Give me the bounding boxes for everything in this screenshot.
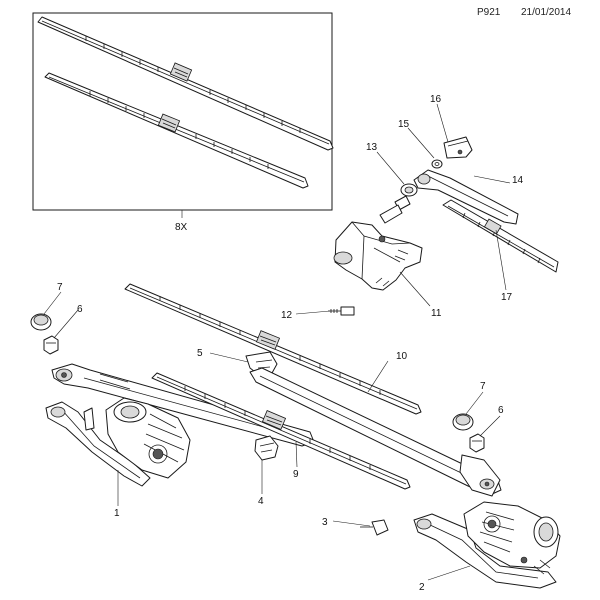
- rear-wiper-motor: [333, 195, 423, 291]
- cap-7-left: [30, 313, 52, 331]
- bolt-3: [360, 519, 389, 536]
- callout-labels: 1 2 3 4 5 6 6 7 7 9 10 11 12 13 14 15 16…: [57, 94, 524, 593]
- callout-7-right: 7: [480, 381, 486, 392]
- kit-quantity-label: 8X: [175, 222, 188, 233]
- nut-15: [431, 159, 443, 169]
- wiper-blade-kit-box: [32, 12, 333, 218]
- rear-wiper-arm: [413, 169, 519, 225]
- callout-7-left: 7: [57, 282, 63, 293]
- callout-16: 16: [430, 94, 442, 105]
- callout-13: 13: [366, 142, 378, 153]
- adapter-clip-4: [254, 435, 279, 461]
- callout-5: 5: [197, 348, 203, 359]
- diagram-date: 21/01/2014: [521, 7, 572, 18]
- rear-wiper-blade: [442, 199, 559, 273]
- callout-12: 12: [281, 310, 293, 321]
- bolt-12: [328, 306, 355, 316]
- leader-lines: [43, 103, 511, 581]
- callout-11: 11: [431, 308, 442, 319]
- wiper-motor-linkage-right: [413, 501, 561, 589]
- front-wiper-arm-long: [249, 367, 502, 497]
- kit-wiper-blade-upper: [37, 16, 334, 151]
- wiper-motor-linkage-left: [45, 397, 191, 487]
- front-wiper-blade-9: [151, 372, 411, 490]
- kit-wiper-blade-lower: [44, 72, 309, 189]
- cap-16: [443, 136, 473, 159]
- callout-6-left: 6: [77, 304, 83, 315]
- callout-4: 4: [258, 496, 264, 507]
- nut-6-right: [469, 433, 485, 453]
- callout-14: 14: [512, 175, 524, 186]
- callout-15: 15: [398, 119, 410, 130]
- cap-7-right: [452, 413, 474, 431]
- callout-2: 2: [419, 582, 425, 593]
- callout-9: 9: [293, 469, 299, 480]
- grommet-13: [400, 183, 418, 197]
- callout-6-right: 6: [498, 405, 504, 416]
- callout-10: 10: [396, 351, 408, 362]
- nut-6-left: [43, 335, 59, 355]
- callout-17: 17: [501, 292, 513, 303]
- callout-3: 3: [322, 517, 328, 528]
- callout-1: 1: [114, 508, 120, 519]
- front-wiper-blade-10: [124, 283, 422, 415]
- diagram-code: P921: [477, 7, 501, 18]
